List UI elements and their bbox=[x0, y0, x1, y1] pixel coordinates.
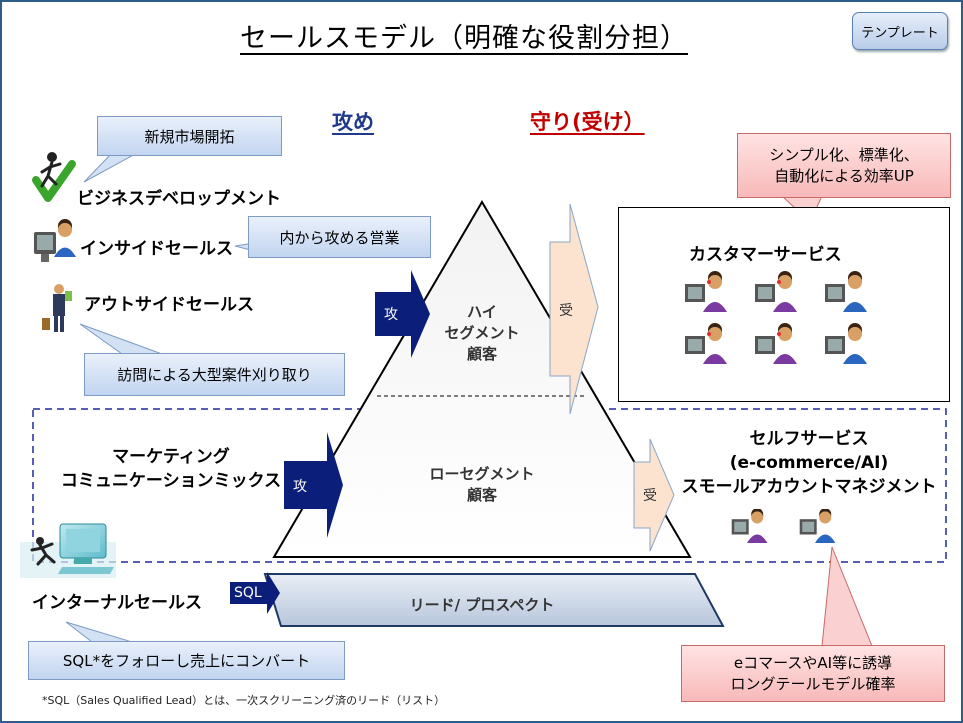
callout-pointer-new-market bbox=[83, 152, 138, 183]
self-service-label: セルフサービス (e-commerce/AI) スモールアカウントマネジメント bbox=[672, 427, 946, 499]
agent-icon bbox=[825, 271, 867, 312]
high-segment-line1: ハイ bbox=[467, 303, 497, 321]
callout-new-market-text: 新規市場開拓 bbox=[144, 127, 235, 146]
defend-header: 守り(受け） bbox=[530, 110, 645, 134]
role-outside-sales: アウトサイドセールス bbox=[84, 295, 254, 315]
agent-icon bbox=[755, 271, 797, 312]
role-internal-sales: インターナルセールス bbox=[32, 593, 202, 613]
attack-arrow-low-label: 攻 bbox=[293, 479, 307, 495]
segment-pyramid bbox=[272, 200, 692, 558]
attack-arrow-high bbox=[375, 270, 430, 358]
callout-simplify-line1: シンプル化、標準化、 bbox=[769, 145, 919, 164]
self-service-agents bbox=[731, 509, 836, 543]
low-segment-label: ローセグメント 顧客 bbox=[407, 464, 557, 506]
callout-ecommerce-line1: eコマースやAI等に誘導 bbox=[733, 653, 893, 672]
self-service-line1: セルフサービス bbox=[749, 429, 869, 449]
customer-service-title: カスタマーサービス bbox=[689, 245, 842, 265]
attack-arrow-low bbox=[284, 432, 343, 538]
high-segment-line2: セグメント bbox=[444, 324, 520, 342]
lead-prospect-label: リード/ プロスペクト bbox=[409, 596, 555, 614]
agent-icon bbox=[825, 323, 867, 364]
lead-prospect-bar bbox=[263, 573, 725, 627]
customer-service-agents bbox=[685, 271, 867, 364]
callout-ecommerce: eコマースやAI等に誘導 ロングテールモデル確率 bbox=[681, 645, 945, 702]
receive-arrow-low-label: 受 bbox=[643, 488, 657, 504]
callout-pointer-sql bbox=[65, 621, 133, 643]
template-button[interactable]: テンプレート bbox=[852, 12, 948, 50]
footnote: *SQL（Sales Qualified Lead）とは、一次スクリーニング済の… bbox=[42, 694, 446, 707]
receive-arrow-high-label: 受 bbox=[559, 303, 573, 319]
self-service-line3: スモールアカウントマネジメント bbox=[681, 477, 937, 497]
role-marketing: マーケティング コミュニケーションミックス bbox=[60, 445, 282, 493]
inside-sales-figure bbox=[34, 219, 76, 262]
callout-ecommerce-line2: ロングテールモデル確率 bbox=[730, 674, 896, 693]
business-dev-figure bbox=[32, 152, 76, 202]
callout-simplify: シンプル化、標準化、 自動化による効率UP bbox=[737, 133, 951, 198]
role-inside-sales: インサイドセールス bbox=[80, 239, 233, 259]
callout-new-market: 新規市場開拓 bbox=[97, 116, 282, 156]
customer-service-box bbox=[618, 207, 950, 402]
internal-sales-figure bbox=[20, 523, 116, 578]
callout-visit: 訪問による大型案件刈り取り bbox=[84, 353, 345, 396]
sql-arrow bbox=[230, 572, 280, 614]
low-segment-line1: ローセグメント bbox=[429, 465, 535, 483]
high-segment-label: ハイ セグメント 顧客 bbox=[422, 302, 542, 365]
page-title: セールスモデル（明確な役割分担） bbox=[240, 23, 688, 54]
callout-sql-follow-text: SQL*をフォローし売上にコンバート bbox=[62, 652, 311, 670]
callout-simplify-line2: 自動化による効率UP bbox=[774, 166, 914, 185]
callout-inside-attack-text: 内から攻める営業 bbox=[279, 228, 400, 247]
callout-visit-text: 訪問による大型案件刈り取り bbox=[117, 366, 312, 384]
receive-arrow-high bbox=[549, 203, 599, 415]
agent-icon bbox=[685, 323, 727, 364]
outside-sales-figure bbox=[42, 284, 72, 332]
agent-icon bbox=[685, 271, 727, 312]
callout-inside-attack: 内から攻める営業 bbox=[248, 216, 431, 258]
self-service-line2: (e-commerce/AI) bbox=[729, 453, 889, 473]
role-business-dev: ビジネスデベロップメント bbox=[77, 189, 281, 209]
agent-icon bbox=[799, 509, 836, 543]
sql-arrow-label: SQL bbox=[234, 585, 262, 601]
callout-pointer-visit bbox=[79, 323, 163, 355]
attack-arrow-high-label: 攻 bbox=[384, 307, 398, 323]
role-marketing-line2: コミュニケーションミックス bbox=[60, 471, 282, 491]
low-segment-line2: 顧客 bbox=[466, 486, 497, 504]
agent-icon bbox=[731, 509, 768, 543]
attack-header: 攻め bbox=[332, 110, 374, 134]
role-marketing-line1: マーケティング bbox=[112, 447, 230, 467]
callout-sql-follow: SQL*をフォローし売上にコンバート bbox=[28, 641, 345, 680]
high-segment-line3: 顧客 bbox=[466, 345, 497, 363]
receive-arrow-low bbox=[633, 438, 675, 552]
agent-icon bbox=[755, 323, 797, 364]
